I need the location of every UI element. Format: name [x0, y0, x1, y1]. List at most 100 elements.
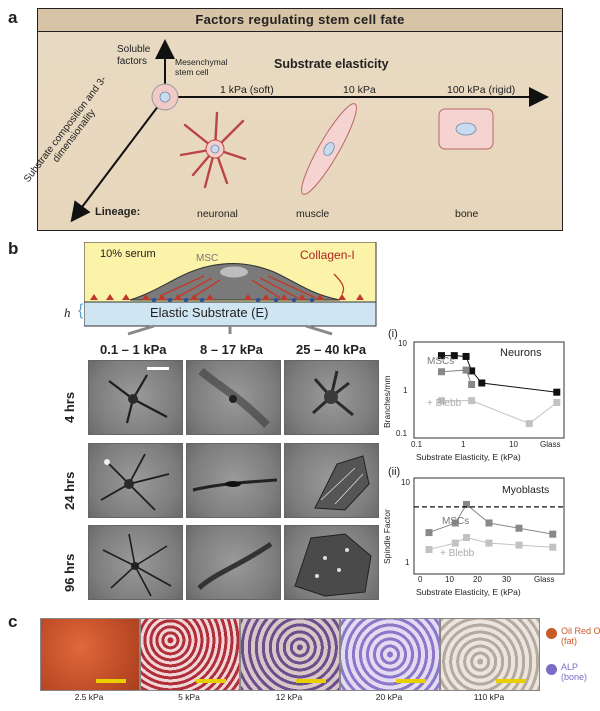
graph-ii-xtick-30: 30 [502, 575, 511, 584]
graph-i-point-blebb [525, 420, 533, 428]
alp-label: ALP (bone) [561, 662, 588, 682]
row-head-24hrs: 24 hrs [62, 471, 77, 510]
stain-label-2: 5 kPa [178, 692, 200, 702]
graph-i-ytick-0-1: 0.1 [396, 429, 408, 438]
h-brace: { [78, 302, 84, 319]
graph-i-ytick-1: 1 [403, 386, 408, 395]
graph-ii-line-mscs [428, 503, 553, 535]
graph-i-point-neurons [450, 352, 458, 360]
graph-i-tag: (i) [388, 328, 398, 340]
serum-label: 10% serum [100, 248, 156, 260]
graph-i-point-blebb [468, 397, 476, 405]
graph-ii-point-blebb [485, 539, 493, 547]
graph-i-xtick-10: 10 [509, 440, 518, 449]
lineage-neuronal: neuronal [197, 208, 238, 220]
micrograph-96hrs-mid [186, 525, 281, 600]
mesenchymal-stem-cell-label: Mesenchymal stem cell [175, 57, 228, 77]
elastic-substrate-label: Elastic Substrate (E) [150, 305, 269, 320]
muscle-cell-drawing [301, 103, 357, 195]
graph-i-point-blebb [438, 397, 446, 405]
lineage-bone: bone [455, 208, 479, 220]
graph-ii-point-mscs [451, 519, 459, 527]
stain-image-1 [40, 618, 140, 691]
graph-ii-ytick-10: 10 [401, 478, 410, 487]
panel-a-title: Factors regulating stem cell fate [37, 8, 563, 32]
graph-i-xlabel: Substrate Elasticity, E (kPa) [416, 452, 521, 462]
graph-ii-xtick-10: 10 [445, 575, 454, 584]
row-head-96hrs: 96 hrs [62, 553, 77, 592]
cell-on-substrate-diagram [84, 242, 377, 336]
micrograph-24hrs-stiff [284, 443, 379, 518]
oil-red-o-label: Oil Red O (fat) [561, 626, 600, 646]
stain-image-2 [140, 618, 240, 691]
scale-bar [296, 679, 326, 683]
graph-i-point-blebb [553, 398, 561, 406]
substrate-elasticity-label: Substrate elasticity [274, 57, 389, 71]
panel-a-diagram [70, 39, 549, 223]
lineage-label: Lineage: [95, 206, 141, 218]
graph-i-xtick-glass: Glass [540, 440, 561, 449]
graph-i-xtick-0-1: 0.1 [411, 440, 423, 449]
graph-ii-xlabel: Substrate Elasticity, E (kPa) [416, 587, 521, 597]
panel-a-letter: a [8, 8, 18, 27]
column-head-stiff: 25 – 40 kPa [296, 342, 367, 357]
micrograph-96hrs-soft [88, 525, 183, 600]
graph-i-ytick-10: 10 [398, 339, 407, 348]
graph-ii-point-blebb [549, 543, 557, 551]
stain-label-5: 110 kPa [473, 692, 505, 702]
graph-ii-point-blebb [451, 539, 459, 547]
stiffness-mid-label: 10 kPa [343, 84, 376, 96]
graph-i-point-mscs [462, 366, 470, 374]
collagen-label: Collagen-I [300, 248, 355, 262]
h-label: h [64, 305, 71, 320]
stain-label-3: 12 kPa [275, 692, 303, 702]
graph-i-mscs-label: MSCs [427, 356, 455, 367]
stiffness-soft-label: 1 kPa (soft) [220, 84, 274, 96]
scale-bar [496, 679, 526, 683]
graph-i-point-neurons [553, 388, 561, 396]
graph-i-blebb-label: + Blebb [427, 398, 462, 409]
graph-i-ylabel: Branches/mm [382, 375, 392, 428]
graph-i-point-mscs [438, 368, 446, 376]
micrograph-96hrs-stiff [284, 525, 379, 600]
panel-c-letter: c [8, 612, 18, 631]
stiffness-rigid-label: 100 kPa (rigid) [447, 84, 516, 96]
micrograph-4hrs-soft [88, 360, 183, 435]
soluble-factors-label: Soluble factors [117, 44, 151, 67]
graph-i-point-neurons [438, 352, 446, 360]
oil-red-o-swatch [546, 628, 557, 639]
micrograph-24hrs-mid [186, 443, 281, 518]
graph-i-point-mscs [468, 381, 476, 389]
graph-ii-ylabel: Spindle Factor [382, 509, 392, 564]
graph-ii-myoblasts-label: Myoblasts [502, 484, 550, 496]
graph-ii-point-mscs [515, 524, 523, 532]
graph-ii-point-mscs [425, 529, 433, 537]
graph-ii-tag: (ii) [388, 466, 401, 478]
graph-ii-line-blebb [428, 536, 553, 550]
graph-ii [413, 477, 565, 575]
graph-i-line-blebb [441, 400, 558, 425]
graph-ii-ytick-1: 1 [405, 558, 410, 567]
scale-bar [196, 679, 226, 683]
stain-image-5 [440, 618, 540, 691]
micrograph-4hrs-stiff [284, 360, 379, 435]
neuron-cell-drawing [179, 111, 247, 189]
micrograph-4hrs-mid [186, 360, 281, 435]
graph-ii-xtick-0: 0 [418, 575, 423, 584]
graph-ii-point-blebb [515, 541, 523, 549]
graph-ii-point-blebb [463, 533, 470, 541]
graph-ii-point-blebb [425, 545, 433, 553]
column-head-mid: 8 – 17 kPa [200, 342, 263, 357]
graph-ii-xtick-glass: Glass [534, 575, 555, 584]
stain-label-4: 20 kPa [375, 692, 403, 702]
scale-bar [96, 679, 126, 683]
graph-ii-xtick-20: 20 [473, 575, 482, 584]
stain-image-3 [240, 618, 340, 691]
graph-ii-blebb-label: + Blebb [440, 548, 475, 559]
msc-label: MSC [196, 253, 219, 264]
panel-b-letter: b [8, 239, 19, 258]
graph-ii-mscs-label: MSCs [442, 516, 470, 527]
graph-i-point-neurons [478, 379, 486, 387]
stain-image-4 [340, 618, 440, 691]
graph-ii-point-mscs [549, 530, 557, 538]
